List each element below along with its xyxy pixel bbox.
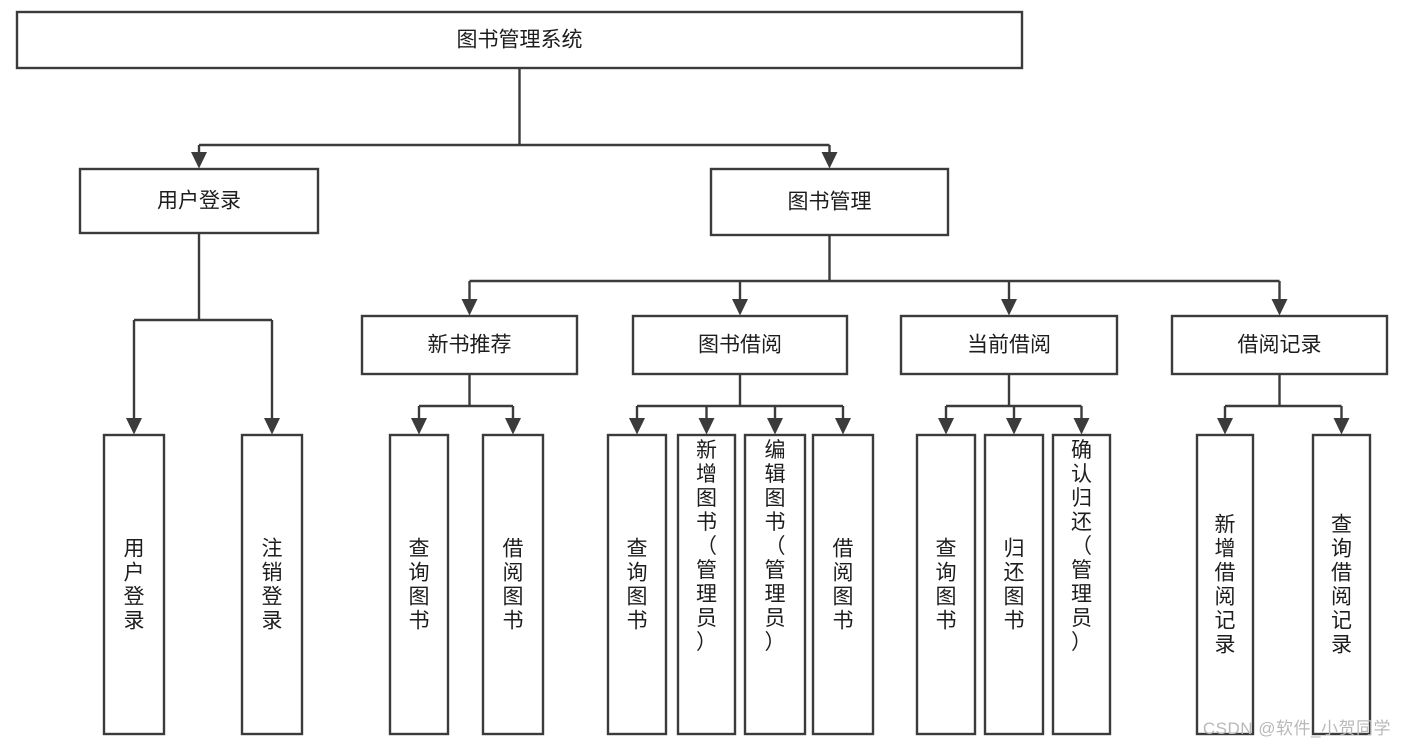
node-box-leaf-query-book-2[interactable] <box>606 433 668 736</box>
node-box-book-borrow[interactable] <box>631 314 849 376</box>
node-label-leaf-logout: 注销登录 <box>262 538 283 633</box>
node-label-leaf-return-book: 归还图书 <box>1004 538 1025 633</box>
node-label-leaf-query-record: 查询借阅记录 <box>1331 514 1352 657</box>
arrow-head-book-borrow <box>732 299 748 316</box>
arrow-head-leaf-confirm-return <box>1073 418 1090 435</box>
connector-lines <box>126 68 1350 435</box>
arrow-head-leaf-query-book-3 <box>938 418 954 435</box>
arrow-head-current-borrow <box>1001 299 1017 316</box>
node-box-leaf-query-book-1[interactable] <box>388 433 450 736</box>
node-label-book-borrow: 图书借阅 <box>698 334 782 357</box>
arrow-head-leaf-query-record <box>1333 418 1350 435</box>
node-label-leaf-borrow-book-1: 借阅图书 <box>503 538 524 633</box>
node-box-user-login[interactable] <box>78 167 320 235</box>
node-label-leaf-user-login: 用户登录 <box>124 538 145 633</box>
node-boxes <box>15 10 1389 736</box>
arrow-head-leaf-borrow-book-2 <box>835 418 851 435</box>
arrow-head-borrow-record <box>1271 299 1288 316</box>
arrow-head-user-login <box>191 152 207 169</box>
node-label-borrow-record: 借阅记录 <box>1238 334 1322 357</box>
node-box-leaf-return-book[interactable] <box>983 433 1045 736</box>
node-label-leaf-query-book-3: 查询图书 <box>936 538 957 633</box>
arrow-head-leaf-query-book-1 <box>411 418 427 435</box>
node-labels: 图书管理系统用户登录图书管理新书推荐图书借阅当前借阅借阅记录用户登录注销登录查询… <box>124 29 1353 657</box>
arrow-head-new-book-rec <box>461 299 478 316</box>
node-box-leaf-edit-book[interactable] <box>743 433 807 736</box>
arrow-head-leaf-query-book-2 <box>629 418 645 435</box>
node-box-book-manage[interactable] <box>709 167 950 237</box>
node-box-leaf-logout[interactable] <box>240 433 304 736</box>
node-box-leaf-user-login[interactable] <box>102 433 166 736</box>
node-box-borrow-record[interactable] <box>1170 314 1389 376</box>
node-box-leaf-add-book[interactable] <box>676 433 737 736</box>
node-label-leaf-add-book: 新增图书（管理员） <box>696 439 717 654</box>
arrow-head-leaf-borrow-book-1 <box>505 418 521 435</box>
node-label-leaf-query-book-2: 查询图书 <box>627 538 648 633</box>
node-label-current-borrow: 当前借阅 <box>967 334 1051 357</box>
arrow-head-book-manage <box>821 152 838 169</box>
node-box-leaf-query-record[interactable] <box>1311 433 1372 736</box>
node-box-leaf-borrow-book-1[interactable] <box>481 433 545 736</box>
node-label-leaf-add-record: 新增借阅记录 <box>1215 514 1236 657</box>
node-box-new-book-rec[interactable] <box>360 314 579 376</box>
node-label-book-manage: 图书管理 <box>788 191 872 214</box>
node-label-new-book-rec: 新书推荐 <box>428 334 512 357</box>
node-box-leaf-borrow-book-2[interactable] <box>811 433 875 736</box>
arrow-head-leaf-add-book <box>698 418 715 435</box>
node-box-leaf-query-book-3[interactable] <box>915 433 977 736</box>
node-label-root: 图书管理系统 <box>457 29 583 52</box>
node-label-leaf-edit-book: 编辑图书（管理员） <box>765 439 786 654</box>
node-label-leaf-query-book-1: 查询图书 <box>409 538 430 633</box>
node-label-user-login: 用户登录 <box>157 190 241 213</box>
arrow-head-leaf-logout <box>264 418 280 435</box>
node-label-leaf-confirm-return: 确认归还（管理员） <box>1071 439 1092 654</box>
arrow-head-leaf-add-record <box>1217 418 1233 435</box>
node-box-current-borrow[interactable] <box>899 314 1119 376</box>
node-box-root[interactable] <box>15 10 1024 70</box>
arrow-head-leaf-edit-book <box>767 418 783 435</box>
arrow-head-leaf-return-book <box>1006 418 1022 435</box>
node-label-leaf-borrow-book-2: 借阅图书 <box>833 538 854 633</box>
node-box-leaf-confirm-return[interactable] <box>1051 433 1112 736</box>
arrow-head-leaf-user-login <box>126 418 142 435</box>
node-box-leaf-add-record[interactable] <box>1195 433 1255 736</box>
